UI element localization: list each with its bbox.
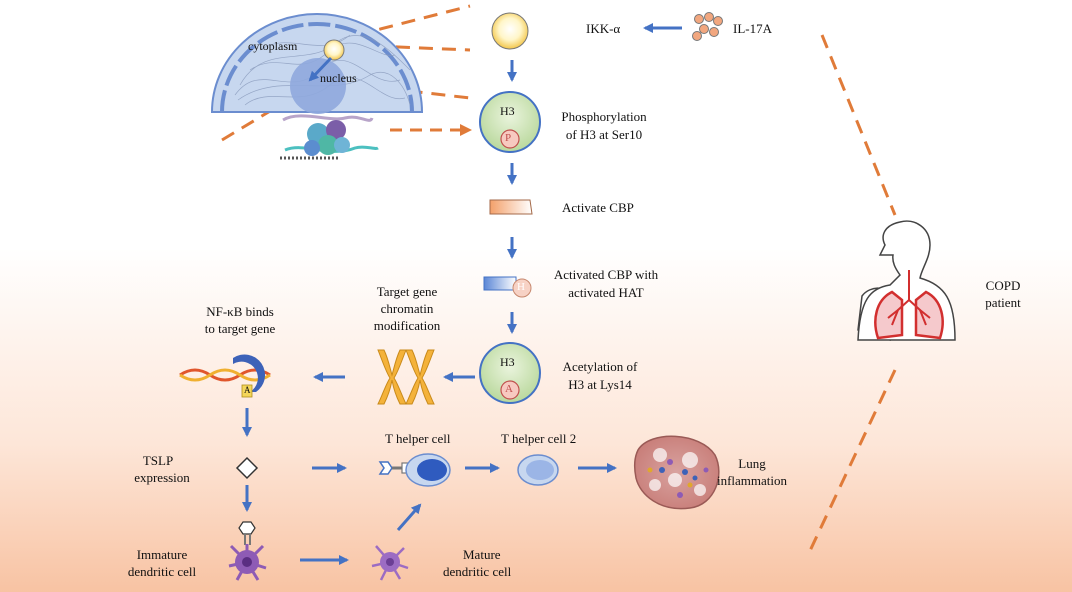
h3-label-top: H3: [500, 104, 515, 118]
copd-label-2: patient: [985, 295, 1021, 310]
tslp-diamond: [235, 456, 259, 480]
copd-label-1: COPD: [985, 278, 1021, 293]
acetylation-label-1: Acetylation of: [562, 359, 638, 374]
target-gene-label-3: modification: [373, 318, 441, 333]
mature-dendritic-cell: [371, 545, 409, 581]
activated-cbp-label-1: Activated CBP with: [553, 267, 659, 282]
tslp-label-1: TSLP: [142, 453, 174, 468]
phospho-p-label: P: [505, 132, 512, 144]
acetyl-a-label: A: [505, 383, 513, 395]
h3-phosphorylated: [479, 91, 541, 153]
left-column-arrows: [242, 408, 617, 565]
dc-receptor: [238, 521, 256, 545]
target-gene-label-2: chromatin: [380, 301, 434, 316]
cytoplasm-label: cytoplasm: [248, 39, 298, 53]
t-helper-cell-2-label: T helper cell 2: [501, 431, 577, 446]
cbp-shape: [489, 199, 533, 215]
activated-cbp: [483, 276, 532, 298]
t-helper-cell-label: T helper cell: [385, 431, 451, 446]
acetylation-label-2: H3 at Lys14: [568, 377, 632, 392]
dna-nfkb-illustration: [179, 354, 271, 398]
il17a-particles: [692, 12, 723, 41]
h3-acetylated: [479, 342, 541, 404]
immature-dendritic-cell: [228, 544, 267, 581]
immature-dc-label-2: dendritic cell: [127, 564, 197, 579]
dna-a-label: A: [244, 385, 251, 395]
nfkb-label-2: to target gene: [204, 321, 276, 336]
nfkb-label-1: NF-κB binds: [206, 304, 274, 319]
lung-tissue-illustration: [633, 435, 720, 510]
target-gene-label-1: Target gene: [376, 284, 438, 299]
lung-inflammation-label-2: inflammation: [716, 473, 788, 488]
tslp-label-2: expression: [134, 470, 190, 485]
ikk-alpha-ball: [491, 12, 529, 50]
phosphorylation-label-1: Phosphorylation: [561, 109, 647, 124]
hat-h-label: H: [517, 281, 525, 293]
lung-inflammation-label-1: Lung: [738, 456, 766, 471]
cell-illustration: [210, 13, 424, 114]
nucleosome-illustration: [280, 114, 379, 160]
immature-dc-label-1: Immature: [136, 547, 188, 562]
t-helper-cell: [378, 453, 451, 487]
mature-dc-label-2: dendritic cell: [443, 564, 512, 579]
copd-patient-figure: [857, 220, 956, 342]
chromosomes: [377, 349, 435, 405]
ikk-alpha-label: IKK-α: [586, 21, 621, 36]
h3-label-bottom: H3: [500, 355, 515, 369]
activated-cbp-label-2: activated HAT: [568, 285, 644, 300]
il17a-label: IL-17A: [733, 21, 772, 36]
activate-cbp-label: Activate CBP: [562, 200, 634, 215]
nucleus-label: nucleus: [320, 71, 357, 85]
t-helper-cell-2: [517, 454, 559, 486]
mature-dc-label-1: Mature: [463, 547, 501, 562]
phosphorylation-label-2: of H3 at Ser10: [565, 127, 643, 142]
